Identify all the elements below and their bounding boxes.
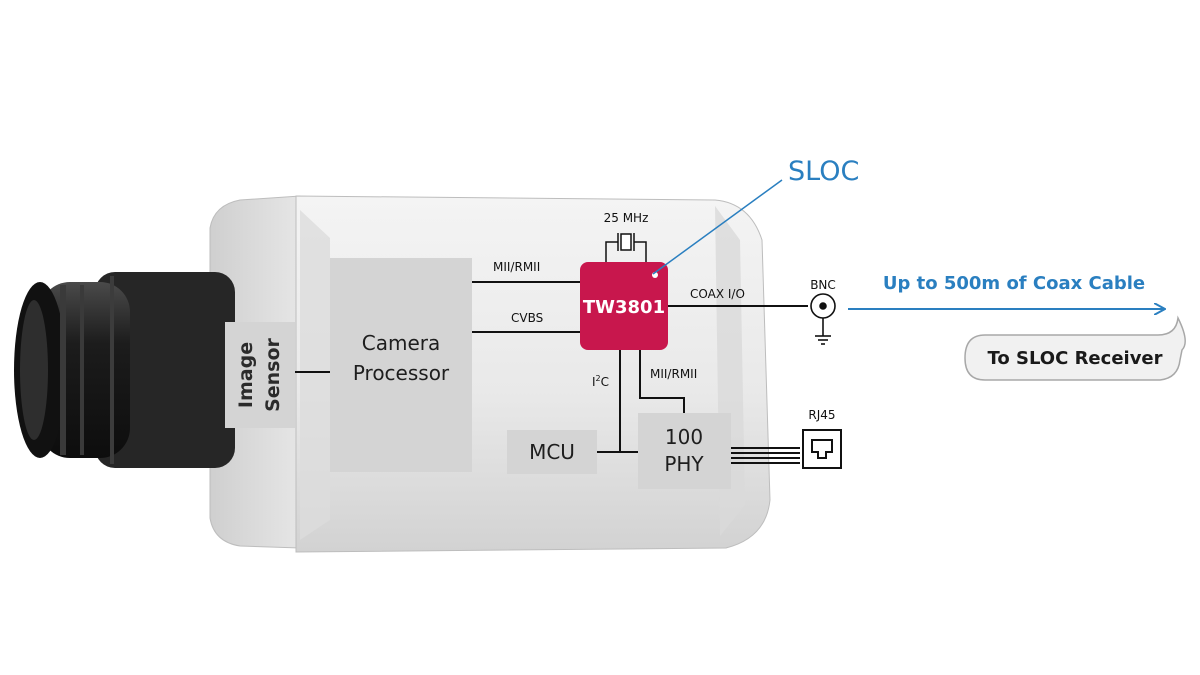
receiver-label: To SLOC Receiver xyxy=(987,348,1162,369)
receiver-callout: To SLOC Receiver xyxy=(964,315,1186,381)
phy-block: 100 PHY xyxy=(638,413,731,489)
cvbs-label: CVBS xyxy=(511,311,543,325)
rj45-connector-icon xyxy=(802,429,842,469)
mii-rmii-top-label: MII/RMII xyxy=(493,260,540,274)
image-sensor-block: Image Sensor xyxy=(225,322,295,428)
phy-label-line2: PHY xyxy=(664,452,704,476)
signal-lines xyxy=(295,281,808,464)
mii-rmii-bottom-label: MII/RMII xyxy=(650,367,697,381)
mcu-block: MCU xyxy=(507,430,597,474)
bnc-label: BNC xyxy=(810,278,836,292)
coax-distance-label: Up to 500m of Coax Cable xyxy=(883,273,1145,294)
chip-label: TW3801 xyxy=(583,297,665,318)
phy-label-line1: 100 xyxy=(665,425,703,449)
coax-link: Up to 500m of Coax Cable xyxy=(848,273,1164,309)
crystal-oscillator xyxy=(605,233,647,262)
tw3801-chip: TW3801 xyxy=(580,262,668,350)
bnc-connector-icon xyxy=(810,293,836,345)
rj45-label: RJ45 xyxy=(808,408,835,422)
camera-lens xyxy=(14,272,235,468)
coax-io-label: COAX I/O xyxy=(690,287,745,301)
crystal-frequency-label: 25 MHz xyxy=(604,211,649,225)
camera-processor-block: Camera Processor xyxy=(330,258,472,472)
mcu-label: MCU xyxy=(529,440,575,464)
sloc-callout: SLOC xyxy=(652,156,859,275)
i2c-label: I2C xyxy=(592,374,609,389)
image-sensor-label-line1: Image xyxy=(235,342,257,408)
image-sensor-label-line2: Sensor xyxy=(262,337,284,411)
camera-processor-label-line2: Processor xyxy=(353,361,450,385)
sloc-callout-label: SLOC xyxy=(788,156,859,187)
camera-processor-label-line1: Camera xyxy=(362,331,441,355)
